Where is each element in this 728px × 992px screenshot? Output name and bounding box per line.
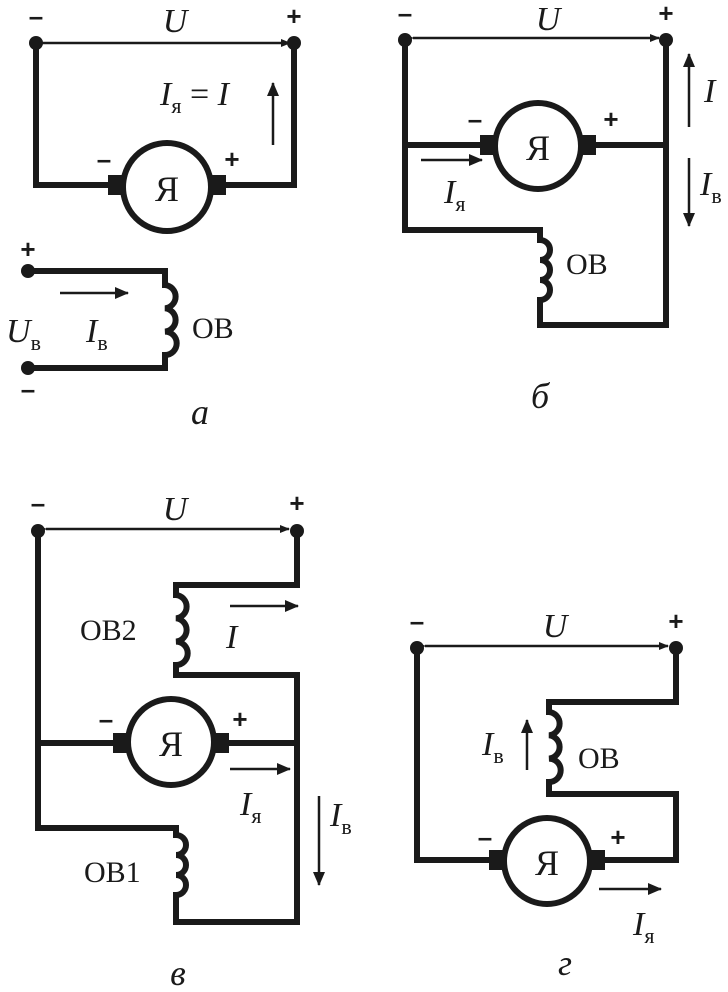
armature-plus-sign: + xyxy=(603,104,618,134)
minus-terminal-sign: – xyxy=(398,0,412,28)
caption-a: а xyxy=(191,392,209,432)
series-winding-lead-top xyxy=(173,528,300,598)
field-voltage-label: Uв xyxy=(6,313,41,355)
armature xyxy=(501,815,593,907)
armature-plus-sign: + xyxy=(610,822,625,852)
field-current-label: Iв xyxy=(481,726,504,768)
plus-terminal-sign: + xyxy=(286,1,301,31)
plus-terminal-sign: + xyxy=(289,488,304,518)
field-current-label: Iв xyxy=(85,313,108,355)
left-bus xyxy=(402,37,543,243)
brush-left xyxy=(113,733,127,753)
brush-right xyxy=(582,135,596,155)
diagram-d: U – + Я – + ОВ Iв Iя г xyxy=(410,606,684,983)
field-winding-label: ОВ xyxy=(578,742,620,775)
armature-minus-sign: – xyxy=(478,822,492,852)
field-winding-label: ОВ xyxy=(566,248,608,281)
field-lead-bottom xyxy=(546,779,679,863)
armature-plus-sign: + xyxy=(224,144,239,174)
field-current-label: Iв xyxy=(329,797,352,839)
field-plus-sign: + xyxy=(20,234,35,264)
minus-terminal-sign: – xyxy=(410,606,424,636)
brush-left xyxy=(108,175,122,195)
field-current-label: Iв xyxy=(699,166,722,208)
plus-terminal-sign: + xyxy=(658,0,673,28)
armature xyxy=(492,100,584,192)
diagram-c: U – + Я – + ОВ2 ОВ1 I Iя Iв в xyxy=(31,488,352,992)
armature-minus-sign: – xyxy=(99,704,113,734)
diagram-b: U – + Я – + ОВ Iя I Iв б xyxy=(398,0,722,416)
armature-minus-sign: – xyxy=(97,144,111,174)
armature-label: Я xyxy=(155,169,179,209)
brush-right xyxy=(212,175,226,195)
armature-current-label: Iя xyxy=(632,906,654,948)
right-bus xyxy=(537,37,669,328)
series-winding-coil xyxy=(173,592,191,668)
shunt-winding-label: ОВ1 xyxy=(84,856,141,889)
caption-b: б xyxy=(531,376,551,416)
armature-lead-left xyxy=(33,40,115,188)
minus-terminal-sign: – xyxy=(31,488,45,518)
current-equality-label: Iя = I xyxy=(159,76,231,118)
brush-left xyxy=(489,850,503,870)
caption-d: г xyxy=(558,943,572,983)
armature-plus-sign: + xyxy=(232,704,247,734)
armature-label: Я xyxy=(159,724,183,764)
armature-lead-left xyxy=(414,645,495,863)
diagram-a: U – + Я – + Iя = I + – ОВ Iв Uв а xyxy=(6,1,302,432)
total-current-label: I xyxy=(225,619,239,656)
voltage-label: U xyxy=(163,491,190,528)
plus-terminal-sign: + xyxy=(668,606,683,636)
left-bus xyxy=(35,528,179,838)
field-lead-bottom xyxy=(25,352,168,371)
field-coil xyxy=(162,282,180,358)
voltage-label: U xyxy=(163,3,190,40)
brush-left xyxy=(480,135,494,155)
armature-minus-sign: – xyxy=(468,104,482,134)
right-bus xyxy=(173,662,300,925)
armature xyxy=(125,696,217,788)
armature-label: Я xyxy=(526,128,550,168)
shunt-winding-coil xyxy=(173,832,189,898)
voltage-label: U xyxy=(543,608,570,645)
caption-c: в xyxy=(170,953,186,992)
field-minus-sign: – xyxy=(21,374,35,404)
minus-terminal-sign: – xyxy=(29,1,43,31)
brush-right xyxy=(215,733,229,753)
armature xyxy=(120,140,214,234)
field-lead-top xyxy=(546,645,679,715)
voltage-label: U xyxy=(536,1,563,38)
armature-current-label: Iя xyxy=(443,174,465,216)
total-current-label: I xyxy=(703,73,717,110)
brush-right xyxy=(591,850,605,870)
field-lead-top xyxy=(25,268,168,288)
armature-current-label: Iя xyxy=(239,786,261,828)
armature-lead-right xyxy=(219,40,297,188)
field-coil xyxy=(537,237,553,303)
field-coil xyxy=(546,709,564,785)
field-winding-label: ОВ xyxy=(192,312,234,345)
armature-label: Я xyxy=(535,843,559,883)
series-winding-label: ОВ2 xyxy=(80,614,137,647)
